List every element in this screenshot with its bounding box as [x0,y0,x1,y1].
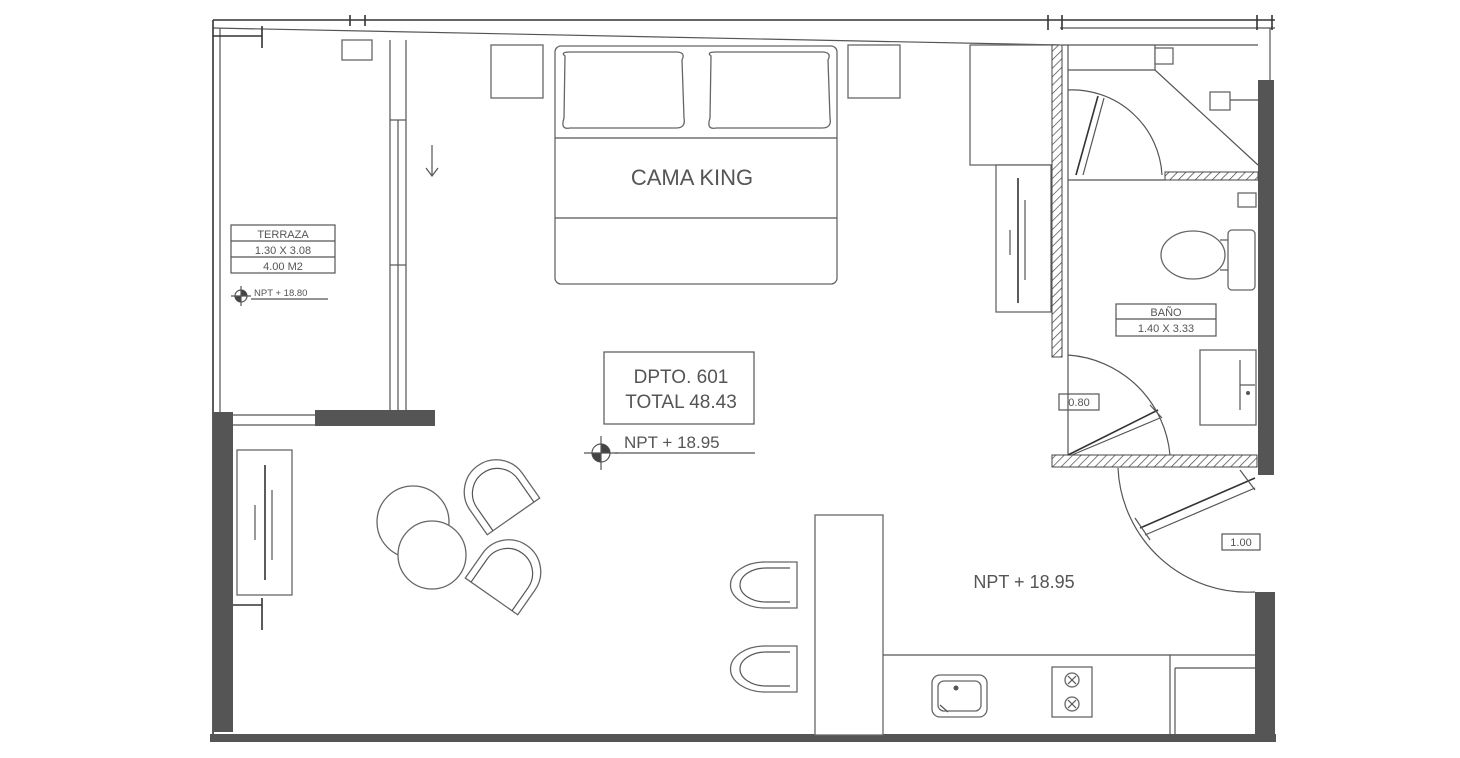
bathroom-walls [1051,44,1259,468]
terrace-area: 4.00 M2 [263,261,303,273]
toilet [1160,192,1257,291]
bar-stool-1 [729,561,798,609]
unit-total: TOTAL 48.43 [625,392,737,413]
terrace-level-marker-icon [231,286,328,306]
bar-stool-2 [729,645,798,693]
shower [1067,45,1259,176]
kitchen [814,514,1255,736]
wardrobe [969,44,1054,313]
bathroom-sink [1199,349,1257,426]
door-width-tag-entry [1221,533,1261,551]
terrace-dims: 1.30 X 3.08 [255,245,311,257]
door-width-tag-bathroom [1058,393,1100,411]
unit-level-marker-icon [584,436,755,470]
exterior-walls [210,15,1276,742]
coffee-tables [376,485,467,590]
down-arrow-icon [425,145,439,177]
bed [490,44,901,285]
unit-label-box [603,351,755,425]
terrace-label-box [230,224,336,274]
door-width-bathroom: 0.80 [1068,397,1089,409]
unit-name: DPTO. 601 [634,367,729,388]
unit-level: NPT + 18.95 [624,433,720,452]
kitchen-level: NPT + 18.95 [973,572,1074,592]
armchair-bottom [464,539,542,616]
terrace-level: NPT + 18.80 [254,288,307,299]
door-width-entry: 1.00 [1230,537,1251,549]
terrace-sliding-door [341,39,407,410]
terrace-name: TERRAZA [257,229,309,241]
entry-door [1117,467,1256,593]
bathroom-name: BAÑO [1150,306,1182,319]
kitchen-sink [931,674,988,718]
bathroom-door [1067,354,1171,456]
armchair-top [463,459,541,536]
bed-label: CAMA KING [631,165,753,190]
cooktop [1051,666,1093,718]
tv-unit [233,449,293,630]
bathroom-label-box [1115,303,1217,337]
bathroom-dims: 1.40 X 3.33 [1138,323,1194,335]
